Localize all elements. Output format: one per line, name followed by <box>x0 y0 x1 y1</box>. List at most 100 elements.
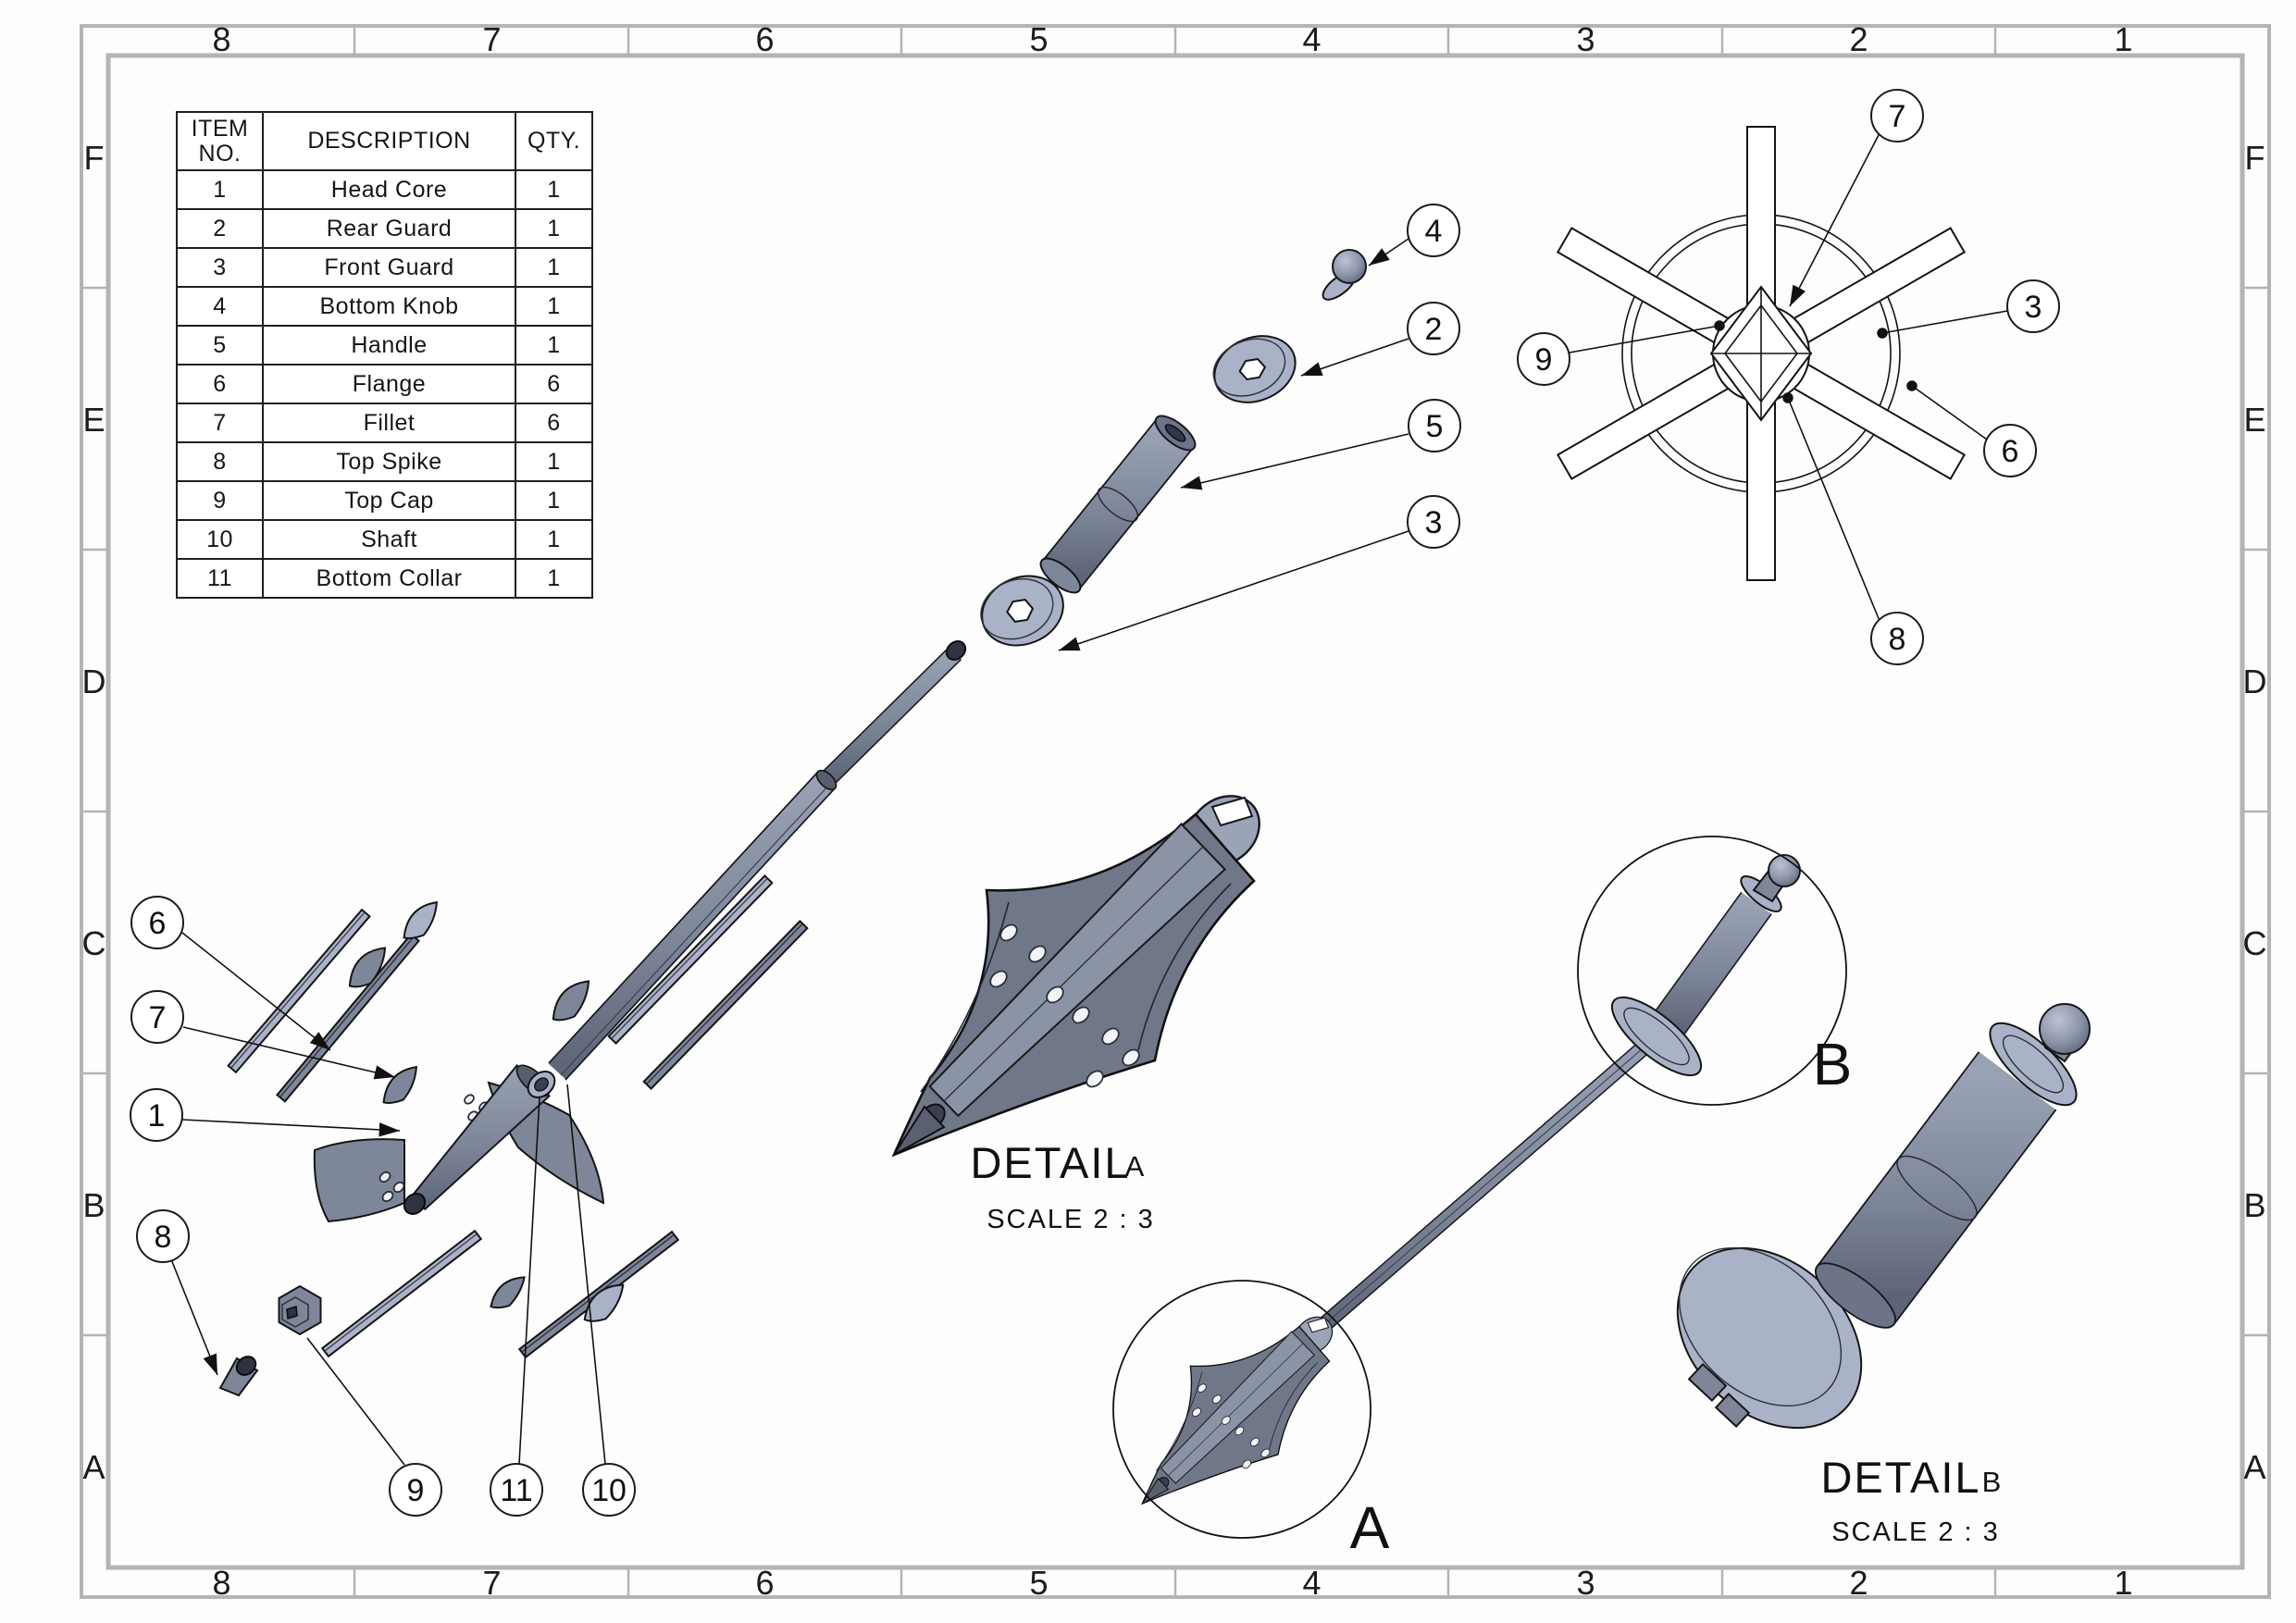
bom-cell-description: Shaft <box>262 519 516 560</box>
handle-exploded <box>1039 415 1197 594</box>
bom-cell-item-no: 1 <box>176 169 264 210</box>
zone-label: 4 <box>1302 1564 1322 1602</box>
zone-label: 7 <box>482 20 502 58</box>
svg-text:7: 7 <box>1889 99 1906 134</box>
zone-label: B <box>82 1186 105 1224</box>
zone-label: 6 <box>755 1564 775 1602</box>
bom-cell-qty: 1 <box>515 286 593 327</box>
detail-a-view: DETAIL A SCALE 2 : 3 <box>891 795 1260 1234</box>
bom-row: 9 Top Cap 1 <box>176 480 593 521</box>
leader-line <box>1300 338 1409 377</box>
zone-label: D <box>2243 663 2268 700</box>
svg-text:3: 3 <box>2025 290 2042 325</box>
balloon-3: 3 <box>1407 495 1460 549</box>
leader-line <box>1877 310 2008 339</box>
bom-cell-qty: 1 <box>515 169 593 210</box>
bom-row: 3 Front Guard 1 <box>176 247 593 288</box>
balloon-7-top-view: 7 <box>1870 89 1924 142</box>
bom-row: 10 Shaft 1 <box>176 519 593 560</box>
zone-labels-right: F E D C B A <box>2243 139 2268 1486</box>
balloon-8-top-view: 8 <box>1870 612 1924 665</box>
zone-labels-top: 8 7 6 5 4 3 2 1 <box>212 20 2132 58</box>
bom-cell-description: Top Cap <box>262 480 516 521</box>
bottom-knob <box>1322 249 1367 301</box>
leader-lines <box>170 132 2008 1466</box>
detail-circle-a <box>1112 1280 1371 1539</box>
svg-text:6: 6 <box>2002 434 2019 469</box>
shaft-exploded <box>548 640 967 1081</box>
head-core <box>313 1064 605 1223</box>
detail-marker-b: B <box>1813 1031 1853 1097</box>
bom-row: 1 Head Core 1 <box>176 169 593 210</box>
zone-label: F <box>2245 139 2266 177</box>
bom-table: ITEM NO. DESCRIPTION QTY. 1 Head Core 1 … <box>176 111 593 599</box>
svg-text:7: 7 <box>149 1000 167 1035</box>
detail-b-title: DETAIL <box>1820 1453 1980 1502</box>
bom-cell-item-no: 10 <box>176 519 264 560</box>
bom-cell-description: Handle <box>262 325 516 365</box>
exploded-view <box>218 249 1367 1397</box>
bom-row: 7 Fillet 6 <box>176 403 593 443</box>
bom-cell-qty: 1 <box>515 247 593 288</box>
zone-label: 2 <box>1849 1564 1868 1602</box>
leader-line <box>518 1096 540 1465</box>
svg-text:3: 3 <box>1425 505 1443 540</box>
head-top-view-spokes <box>1556 126 1967 581</box>
svg-text:8: 8 <box>1889 622 1906 657</box>
bom-cell-item-no: 5 <box>176 325 264 365</box>
fillet <box>348 947 387 988</box>
leader-line <box>181 932 331 1051</box>
detail-a-scale: SCALE 2 : 3 <box>987 1205 1155 1234</box>
bom-cell-description: Flange <box>262 364 516 404</box>
leader-line <box>1782 392 1880 622</box>
zone-label: C <box>82 924 107 962</box>
leader-line <box>1569 320 1725 353</box>
leader-line <box>1180 433 1409 490</box>
balloon-9: 9 <box>389 1463 442 1517</box>
svg-text:2: 2 <box>1425 312 1443 347</box>
bom-header-item-no: ITEM NO. <box>176 111 264 171</box>
bom-cell-description: Top Spike <box>262 441 516 482</box>
balloon-11: 11 <box>490 1463 543 1517</box>
bom-cell-item-no: 11 <box>176 558 264 599</box>
bottom-collar <box>527 1071 556 1098</box>
detail-a-holes <box>989 923 1140 1088</box>
bom-cell-qty: 6 <box>515 403 593 443</box>
fillet <box>583 1283 625 1322</box>
detail-a-title: DETAIL <box>970 1138 1130 1187</box>
zone-label: A <box>82 1448 105 1486</box>
svg-text:10: 10 <box>591 1473 627 1508</box>
balloon-3-top-view: 3 <box>2006 279 2060 333</box>
bom-cell-description: Bottom Knob <box>262 286 516 327</box>
zone-label: A <box>2243 1448 2266 1486</box>
balloon-9-top-view: 9 <box>1517 332 1570 386</box>
bom-cell-description: Fillet <box>262 403 516 443</box>
zone-label: E <box>2243 401 2266 439</box>
leader-line <box>1789 132 1880 307</box>
fillet <box>490 1276 526 1309</box>
fillet <box>403 900 439 939</box>
svg-text:6: 6 <box>149 906 167 941</box>
zone-label: 7 <box>482 1564 502 1602</box>
flange-bar <box>642 920 809 1090</box>
leader-line <box>306 1337 405 1466</box>
zone-label: 5 <box>1029 1564 1049 1602</box>
bom-cell-description: Front Guard <box>262 247 516 288</box>
bom-header-qty: QTY. <box>515 111 593 171</box>
zone-label: B <box>2243 1186 2266 1224</box>
bom-cell-item-no: 8 <box>176 441 264 482</box>
bom-cell-description: Head Core <box>262 169 516 210</box>
bom-row: 4 Bottom Knob 1 <box>176 286 593 327</box>
balloon-6: 6 <box>130 896 184 949</box>
fillet <box>382 1065 418 1104</box>
rear-guard <box>1212 335 1297 403</box>
bom-row: 5 Handle 1 <box>176 325 593 365</box>
detail-marker-a: A <box>1350 1494 1390 1561</box>
head-top-view-center <box>1709 285 1813 422</box>
svg-text:4: 4 <box>1425 214 1443 249</box>
bom-cell-qty: 1 <box>515 325 593 365</box>
zone-label: F <box>84 139 105 177</box>
detail-circle-b <box>1577 836 1847 1106</box>
balloons: 4 2 5 3 6 7 1 8 9 11 10 7 9 3 6 8 <box>130 89 2060 1517</box>
balloon-8: 8 <box>136 1209 190 1263</box>
